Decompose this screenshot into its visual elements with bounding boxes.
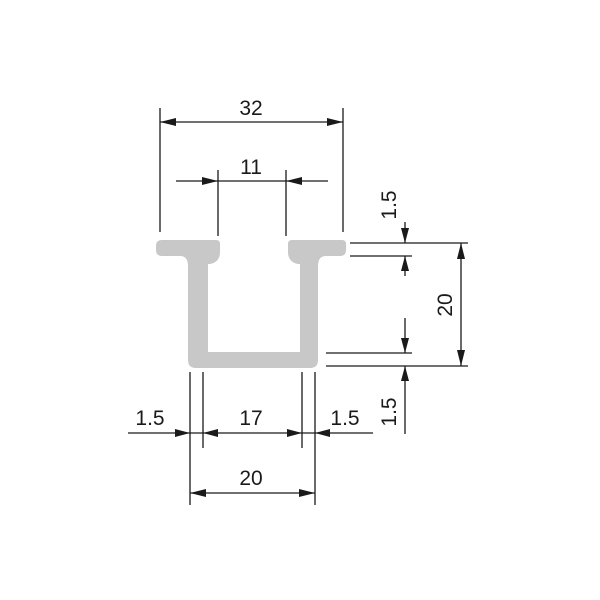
arrow-right bbox=[299, 489, 315, 497]
dimension-outer-width: 20 bbox=[190, 467, 315, 497]
arrow-down bbox=[401, 338, 409, 353]
arrow-left bbox=[190, 489, 206, 497]
dim-label-right-wall: 1.5 bbox=[330, 407, 359, 430]
right-extension-lines bbox=[326, 242, 468, 367]
dim-label-base-thickness: 1.5 bbox=[378, 397, 401, 426]
arrow-down bbox=[457, 350, 465, 366]
dimension-base-thickness: 1.5 bbox=[378, 318, 409, 434]
arrow-left bbox=[315, 429, 330, 437]
dimension-top-flange-thickness: 1.5 bbox=[378, 190, 409, 276]
dim-label-top-width: 32 bbox=[239, 97, 262, 120]
dim-label-height: 20 bbox=[434, 293, 457, 316]
dimension-slot-opening: 11 bbox=[176, 156, 328, 236]
t-slot-profile-section bbox=[156, 240, 346, 368]
dim-label-left-wall: 1.5 bbox=[135, 407, 164, 430]
arrow-up bbox=[401, 256, 409, 271]
dimension-top-width: 32 bbox=[159, 97, 344, 232]
dim-label-slot-opening: 11 bbox=[240, 156, 262, 179]
arrow-right bbox=[286, 177, 302, 185]
arrow-right bbox=[327, 118, 343, 126]
arrow-left bbox=[202, 177, 218, 185]
arrow-up bbox=[401, 366, 409, 381]
dim-label-inner-width: 17 bbox=[239, 407, 262, 430]
arrow-up bbox=[457, 243, 465, 259]
arrow-right bbox=[175, 429, 190, 437]
bottom-extension-lines bbox=[189, 372, 316, 505]
arrow-right bbox=[287, 429, 302, 437]
dimension-height: 20 bbox=[434, 243, 465, 366]
dimension-wall-chain: 1.5 17 1.5 bbox=[128, 407, 373, 437]
dim-label-top-flange-thickness: 1.5 bbox=[378, 190, 401, 219]
dim-label-outer-width: 20 bbox=[239, 467, 262, 490]
arrow-down bbox=[401, 228, 409, 243]
arrow-left bbox=[203, 429, 218, 437]
arrow-left bbox=[160, 118, 176, 126]
